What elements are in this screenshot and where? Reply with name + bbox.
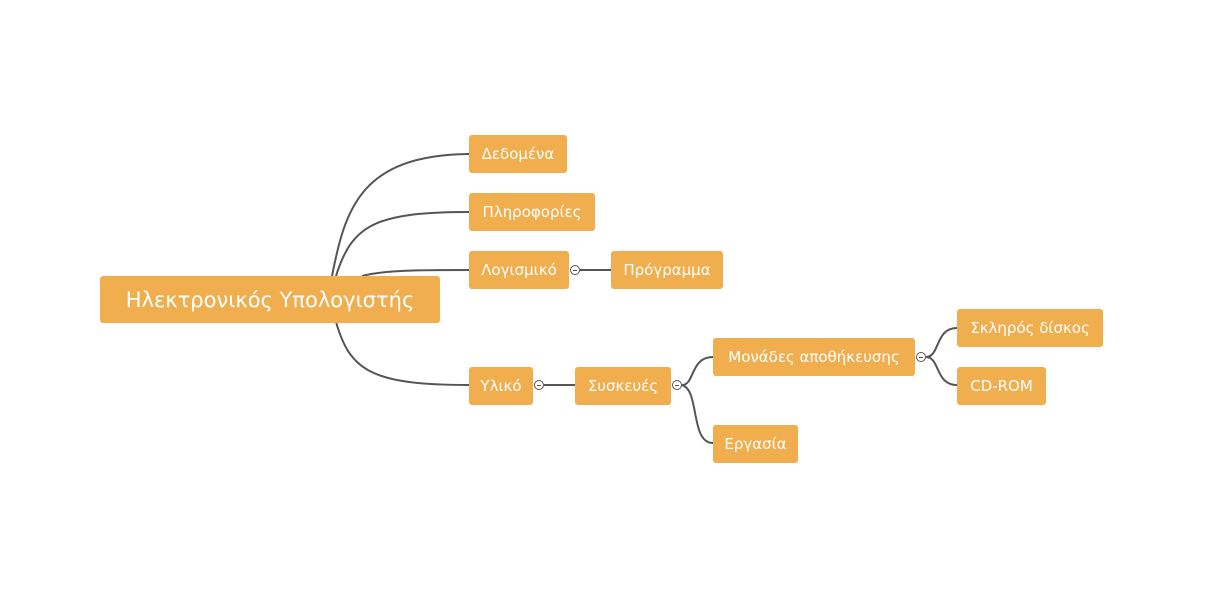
- root-topic[interactable]: Ηλεκτρονικός Υπολογιστής: [100, 276, 440, 323]
- connector-root-yliko: [335, 321, 470, 386]
- topic-ergasia[interactable]: Εργασία: [713, 425, 798, 463]
- topic-cdrom[interactable]: CD-ROM: [957, 367, 1046, 405]
- collapse-icon[interactable]: [570, 265, 580, 275]
- topic-sklirosdiskos[interactable]: Σκληρός δίσκος: [957, 309, 1103, 347]
- connector-monades-cdrom: [925, 356, 958, 386]
- connector-syskeues-ergasia: [681, 384, 714, 444]
- connector-root-plirofories: [335, 211, 470, 277]
- topic-syskeues[interactable]: Συσκευές: [575, 367, 671, 405]
- collapse-icon[interactable]: [916, 352, 926, 362]
- topic-dedomena[interactable]: Δεδομένα: [469, 135, 567, 173]
- topic-yliko[interactable]: Υλικό: [469, 367, 533, 405]
- topic-programma[interactable]: Πρόγραμμα: [611, 251, 723, 289]
- topic-logismiko[interactable]: Λογισμικό: [469, 251, 569, 289]
- collapse-icon[interactable]: [534, 380, 544, 390]
- connector-monades-sklirosdiskos: [925, 327, 958, 358]
- topic-plirofories[interactable]: Πληροφορίες: [469, 193, 595, 231]
- connector-syskeues-monades: [681, 356, 714, 386]
- topic-monades[interactable]: Μονάδες αποθήκευσης: [713, 338, 915, 376]
- connector-root-dedomena: [331, 153, 470, 277]
- connector-root-logismiko: [361, 269, 470, 277]
- collapse-icon[interactable]: [672, 380, 682, 390]
